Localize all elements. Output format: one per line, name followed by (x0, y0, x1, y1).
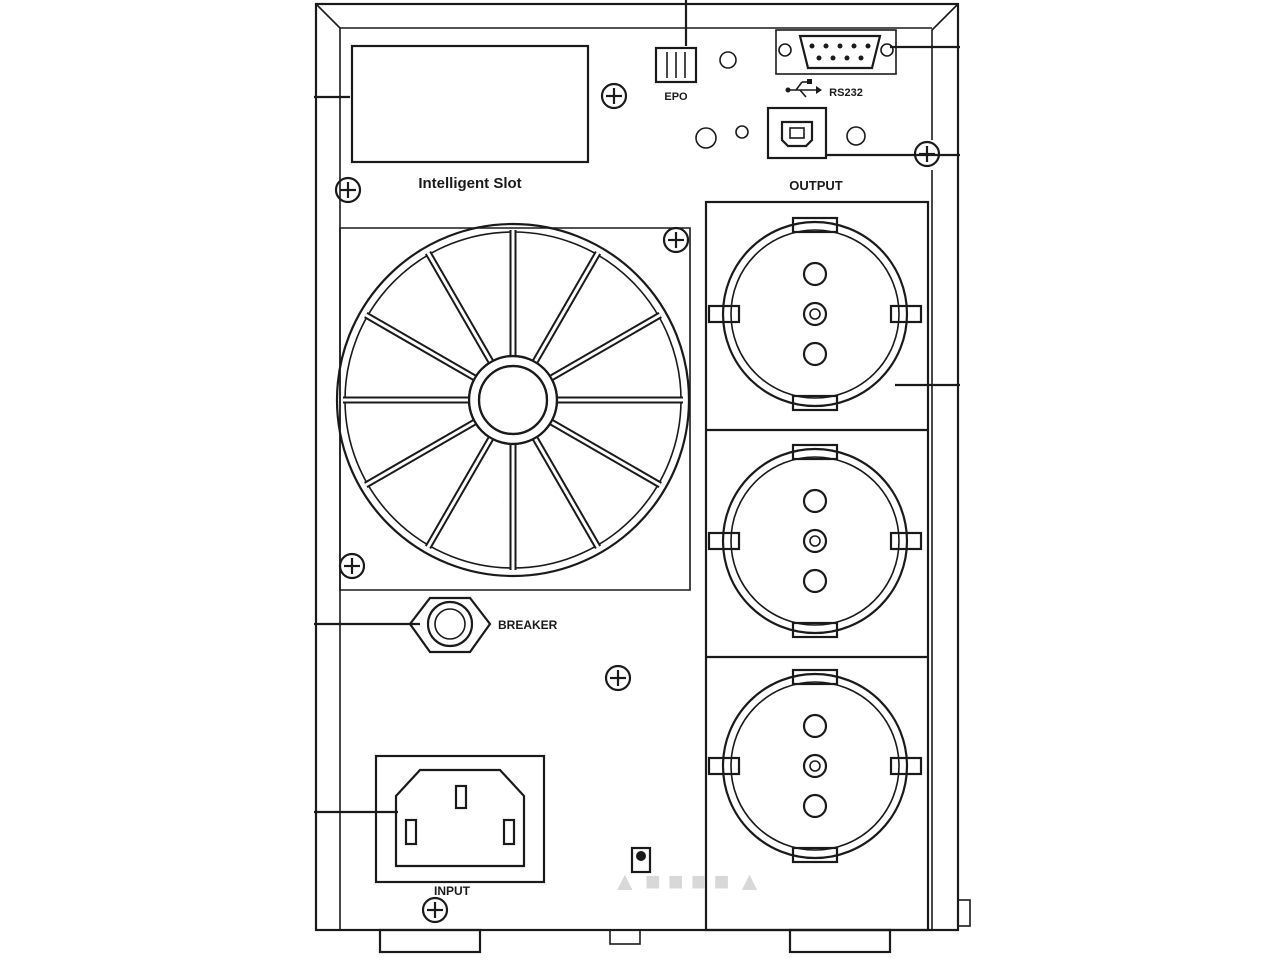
led-hole (846, 126, 866, 146)
epo-label: EPO (664, 91, 688, 103)
breaker-label: BREAKER (498, 618, 558, 632)
screw-icon (421, 896, 449, 924)
screw-icon (913, 140, 941, 168)
cooling-fan (335, 222, 691, 591)
output-socket-1 (707, 216, 923, 412)
screw-icon (600, 82, 628, 110)
input-label: INPUT (434, 884, 471, 898)
intelligent-slot-label: Intelligent Slot (418, 175, 521, 192)
epo-connector: EPO (654, 46, 698, 103)
watermark: ▲ ■ ■ ■ ■ ▲ (612, 866, 762, 896)
screw-icon (338, 552, 366, 580)
led-hole-small (735, 125, 749, 139)
cabinet-outline (314, 2, 971, 954)
indicator-hole (719, 51, 737, 69)
screw-icon (604, 664, 632, 692)
ground-post (630, 846, 652, 874)
screw-icon (662, 226, 690, 254)
ac-input-inlet: INPUT (374, 754, 546, 898)
output-socket-3 (707, 668, 923, 864)
outlet-panel (704, 200, 930, 932)
intelligent-slot: Intelligent Slot (350, 44, 590, 192)
rs232-port: RS232 (775, 29, 897, 99)
led-hole (695, 127, 717, 149)
screw-icon (334, 176, 362, 204)
output-socket-2 (707, 443, 923, 639)
circuit-breaker: BREAKER (408, 596, 558, 654)
usb-icon (785, 79, 822, 98)
callout-lines (314, 0, 960, 814)
output-label: OUTPUT (789, 178, 843, 193)
usb-b-port (766, 106, 828, 160)
rs232-label: RS232 (829, 87, 863, 99)
screws (334, 82, 941, 924)
